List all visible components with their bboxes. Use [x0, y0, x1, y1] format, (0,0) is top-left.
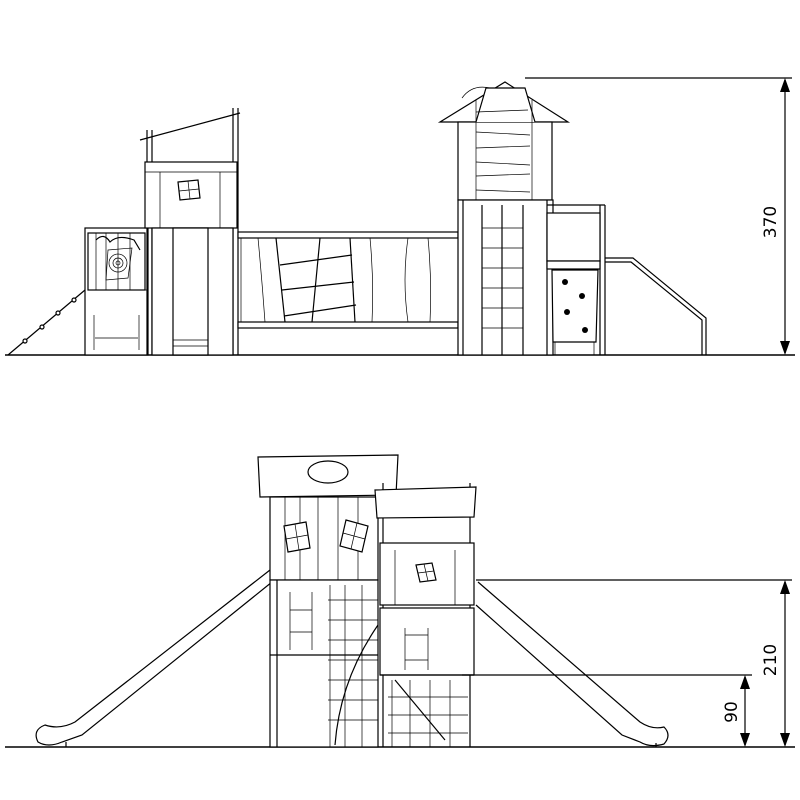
roof-tarp — [139, 112, 241, 141]
small-tower-left — [84, 227, 149, 356]
side-elevation-view: 210 90 — [5, 454, 795, 748]
net-bridge — [237, 231, 459, 329]
dimension-label-90: 90 — [722, 701, 742, 723]
dimension-370: 370 — [525, 77, 792, 355]
slide — [172, 227, 209, 356]
rope-ladder — [481, 205, 524, 355]
oval-window — [307, 460, 349, 484]
handrail-ramp — [605, 257, 707, 355]
window-icon — [283, 521, 311, 553]
slide-left — [35, 569, 273, 747]
rope-net-side — [328, 585, 379, 747]
hand-rail — [95, 235, 141, 251]
front-elevation-view: 370 — [5, 77, 795, 356]
house-tower — [257, 454, 399, 748]
spiral-panel — [105, 247, 133, 281]
window-icon — [177, 179, 201, 201]
dimension-90: 90 — [462, 674, 752, 747]
rope-net-left — [7, 289, 86, 356]
stacked-tower — [374, 483, 477, 747]
net-lower — [388, 679, 468, 747]
window-icon — [415, 562, 437, 583]
roofed-tower — [437, 81, 571, 356]
plank-wall — [475, 100, 533, 200]
top-board — [374, 486, 477, 519]
dimension-label-210: 210 — [761, 644, 781, 676]
dimension-label-370: 370 — [761, 206, 781, 238]
window-icon — [339, 519, 369, 553]
right-unit-climbing-wall — [546, 204, 606, 355]
climbing-wall — [551, 269, 599, 343]
main-tower-slide — [139, 108, 241, 356]
dimension-210: 210 — [476, 579, 792, 747]
slide-right — [475, 581, 669, 747]
